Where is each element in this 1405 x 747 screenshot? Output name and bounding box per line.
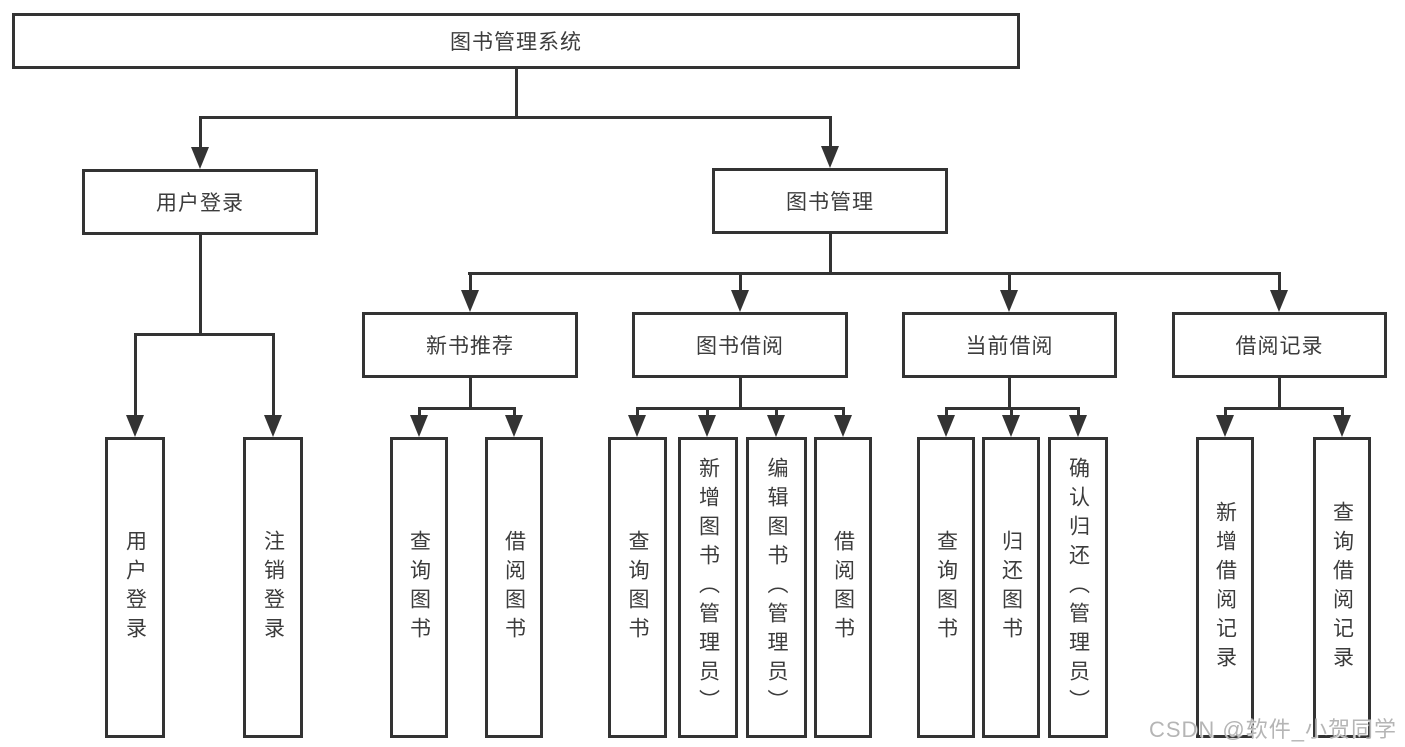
leaf-borrow-books-nbr-label: 借阅图书 [502, 529, 526, 646]
node-book-borrowing: 图书借阅 [632, 312, 848, 378]
node-borrowing-records-label: 借阅记录 [1235, 335, 1324, 358]
leaf-return-books: 归还图书 [982, 437, 1040, 738]
connector-to-leaf [636, 407, 639, 419]
leaf-confirm-return-admin: 确认归还（管理员） [1048, 437, 1108, 738]
node-book-management-label: 图书管理 [786, 191, 874, 214]
leaf-add-borrow-record-label: 新增借阅记录 [1213, 500, 1237, 675]
connector-bb-stem [739, 378, 742, 409]
connector-to-leaf [775, 407, 778, 419]
arrow-down-icon [937, 415, 955, 437]
arrow-down-icon [821, 146, 839, 168]
node-new-book-recommend-label: 新书推荐 [426, 335, 514, 358]
connector-to-new-book-recommend [469, 272, 472, 292]
connector-br-bar [1224, 407, 1343, 410]
arrow-down-icon [1000, 290, 1018, 312]
connector-to-current-borrowing [1008, 272, 1011, 292]
connector-br-stem [1278, 378, 1281, 409]
node-user-login: 用户登录 [82, 169, 318, 235]
connector-to-leaf [706, 407, 709, 419]
leaf-logout: 注销登录 [243, 437, 303, 738]
arrow-down-icon [410, 415, 428, 437]
connector-to-borrowing-records [1278, 272, 1281, 292]
leaf-query-borrow-record: 查询借阅记录 [1313, 437, 1371, 738]
node-user-login-label: 用户登录 [156, 192, 244, 215]
arrow-down-icon [731, 290, 749, 312]
watermark-text: CSDN @软件_小贺同学 [1148, 717, 1397, 742]
node-book-borrowing-label: 图书借阅 [696, 335, 784, 358]
arrow-down-icon [505, 415, 523, 437]
node-current-borrowing: 当前借阅 [902, 312, 1117, 378]
leaf-query-books-nbr-label: 查询图书 [407, 529, 431, 646]
arrow-down-icon [1333, 415, 1351, 437]
connector-cb-stem [1008, 378, 1011, 409]
connector-nbr-stem [469, 378, 472, 409]
leaf-return-books-label: 归还图书 [999, 529, 1023, 646]
connector-user-login-bar [134, 333, 275, 336]
arrow-down-icon [264, 415, 282, 437]
arrow-down-icon [461, 290, 479, 312]
arrow-down-icon [767, 415, 785, 437]
leaf-borrow-books-bb-label: 借阅图书 [831, 529, 855, 646]
leaf-user-login-label: 用户登录 [123, 529, 147, 646]
node-root-label: 图书管理系统 [450, 31, 582, 54]
connector-to-leaf [1341, 407, 1344, 419]
node-borrowing-records: 借阅记录 [1172, 312, 1387, 378]
leaf-query-books-cb: 查询图书 [917, 437, 975, 738]
leaf-query-books-nbr: 查询图书 [390, 437, 448, 738]
arrow-down-icon [126, 415, 144, 437]
leaf-user-login: 用户登录 [105, 437, 165, 738]
connector-to-leaf-user-login [134, 333, 137, 417]
leaf-query-borrow-record-label: 查询借阅记录 [1330, 500, 1354, 675]
leaf-edit-books-admin-label: 编辑图书（管理员） [765, 457, 789, 718]
leaf-borrow-books-bb: 借阅图书 [814, 437, 872, 738]
connector-root-bar [199, 116, 831, 119]
connector-to-leaf [513, 407, 516, 419]
connector-to-leaf [842, 407, 845, 419]
connector-root-stem [515, 69, 518, 118]
connector-bb-bar [636, 407, 844, 410]
connector-book-management-bar [468, 272, 1281, 275]
arrow-down-icon [191, 147, 209, 169]
connector-to-leaf [418, 407, 421, 419]
connector-to-leaf [945, 407, 948, 419]
leaf-borrow-books-nbr: 借阅图书 [485, 437, 543, 738]
arrow-down-icon [1216, 415, 1234, 437]
leaf-add-books-admin: 新增图书（管理员） [678, 437, 738, 738]
connector-to-leaf [1077, 407, 1080, 419]
arrow-down-icon [1069, 415, 1087, 437]
leaf-query-books-bb-label: 查询图书 [626, 529, 650, 646]
arrow-down-icon [628, 415, 646, 437]
leaf-query-books-cb-label: 查询图书 [934, 529, 958, 646]
leaf-logout-label: 注销登录 [261, 529, 285, 646]
arrow-down-icon [1270, 290, 1288, 312]
connector-nbr-bar [418, 407, 516, 410]
connector-to-book-management [829, 116, 832, 148]
leaf-confirm-return-admin-label: 确认归还（管理员） [1066, 457, 1090, 718]
connector-user-login-stem [199, 235, 202, 335]
node-book-management: 图书管理 [712, 168, 948, 234]
leaf-query-books-bb: 查询图书 [608, 437, 667, 738]
connector-to-leaf [1010, 407, 1013, 419]
leaf-edit-books-admin: 编辑图书（管理员） [746, 437, 807, 738]
leaf-add-books-admin-label: 新增图书（管理员） [696, 457, 720, 718]
arrow-down-icon [698, 415, 716, 437]
connector-book-management-stem [829, 234, 832, 274]
node-current-borrowing-label: 当前借阅 [965, 335, 1054, 358]
connector-to-leaf [1224, 407, 1227, 419]
connector-to-leaf-logout [272, 333, 275, 417]
node-root: 图书管理系统 [12, 13, 1020, 69]
connector-to-user-login [199, 116, 202, 149]
arrow-down-icon [834, 415, 852, 437]
arrow-down-icon [1002, 415, 1020, 437]
leaf-add-borrow-record: 新增借阅记录 [1196, 437, 1254, 738]
connector-to-book-borrowing [739, 272, 742, 292]
node-new-book-recommend: 新书推荐 [362, 312, 578, 378]
